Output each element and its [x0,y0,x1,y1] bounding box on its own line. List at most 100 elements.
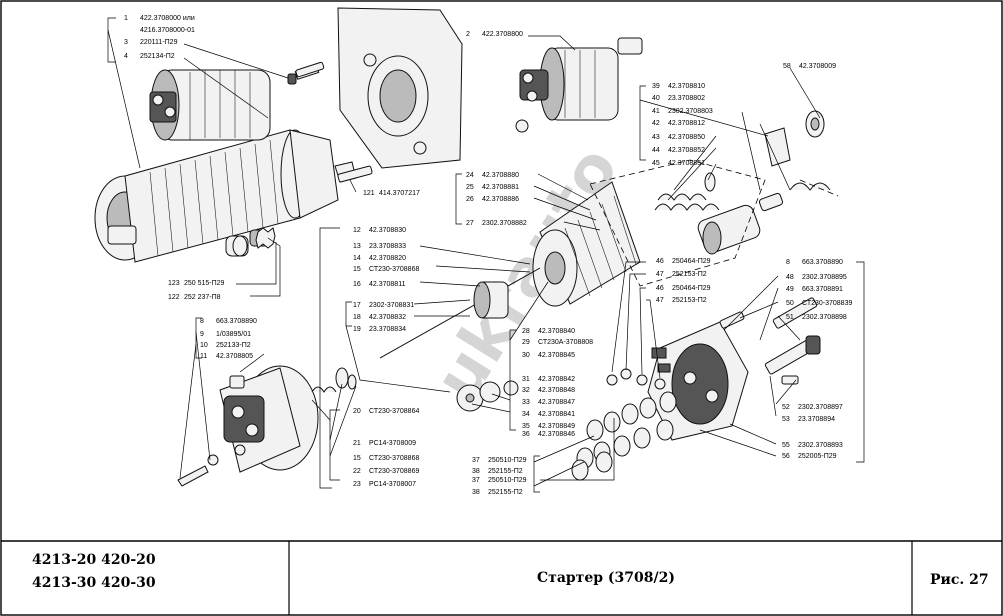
callout-part-code: РС14-3708009 [369,440,416,447]
engine-housing-illustration [334,7,463,183]
nuts-and-washers-illustration [571,368,677,481]
leader-lines [107,17,865,493]
callout-part-code: 42.3708805 [216,353,253,360]
callout-number: 46 [656,285,664,292]
callout-part-code: 663.3708890 [216,318,257,325]
callout-part-code: 42.3708830 [369,227,406,234]
callout-number: 52 [782,404,790,411]
callout-part-code: 42.3708820 [369,255,406,262]
callout-number: 51 [786,314,794,321]
callout-33: 33 42.3708847 [522,399,575,406]
callout-number: 18 [353,314,361,321]
brush-holder-illustration [647,297,821,441]
callout-number: 19 [353,326,361,333]
callout-number: 34 [522,411,530,418]
callout-number: 30 [522,352,530,359]
callout-number: 25 [466,184,474,191]
callout-48: 48 2302.3708895 [786,274,847,281]
callout-part-code: 2302-3708831 [369,302,414,309]
callout-part-code: 42.3708840 [538,328,575,335]
callout-39: 39 42.3708810 [652,83,705,90]
callout-part-code: 23.3708894 [798,416,835,423]
callout-number: 37 [472,477,480,484]
callout-number: 10 [200,342,208,349]
callout-part-code: 42.3708009 [799,63,836,70]
callout-number: 36 [522,431,530,438]
callout-part-code: 422.3708800 [482,31,523,38]
callout-part-code: 663.3708891 [802,286,843,293]
callout-8: 8 663.3708890 [786,259,843,266]
callout-11: 11 42.3708805 [200,353,253,360]
callout-number: 8 [786,259,790,266]
callout-part-code: 252133-П2 [216,342,251,349]
callout-part-code: 42.3708880 [482,172,519,179]
callout-number: 44 [652,147,660,154]
callout-number: 37 [472,457,480,464]
callout-part-code: 23.3708834 [369,326,406,333]
callout-number: 2 [466,31,470,38]
callout-number: 55 [782,442,790,449]
callout-number: 43 [652,134,660,141]
callout-part-code: 1/03895/01 [216,331,251,338]
callout-number: 11 [200,353,207,360]
callout-part-code: 2302.3708897 [798,404,843,411]
callout-part-code: СТ230-3708868 [369,455,419,462]
callout-part-code: 2302.3708893 [798,442,843,449]
callout-part-code: РС14-3708007 [369,481,416,488]
callout-number: 46 [656,258,664,265]
callout-part-code: 42.3708810 [668,83,705,90]
callout-number: 33 [522,399,530,406]
callout-36: 36 42.3708846 [522,431,575,438]
callout-52: 52 2302.3708897 [782,404,843,411]
callout-number: 16 [353,281,361,288]
callout-28: 28 42.3708840 [522,328,575,335]
callout-part-code: 23.3708802 [668,95,705,102]
front-cover-illustration [177,365,357,487]
model-list-row-1: 4213-20 420-20 [32,552,156,568]
callout-18: 18 42.3708832 [353,314,406,321]
callout-number: 48 [786,274,794,281]
callout-number: 28 [522,328,530,335]
model-list-row-2: 4213-30 420-30 [32,575,156,591]
solenoid-illustration [515,37,643,133]
callout-number: 41 [652,108,660,115]
callout-number: 26 [466,196,474,203]
callout-part-code: 663.3708890 [802,259,843,266]
assembly-axis-lines [589,159,839,287]
drawing-caption: Стартер (3708/2) [537,570,675,586]
callout-part-code: 42.3708847 [538,399,575,406]
callout-part-code: 42.3708832 [369,314,406,321]
callout-number: 23 [353,481,361,488]
callout-number: 13 [353,243,361,250]
callout-part-code: 2302.3708895 [802,274,847,281]
callout-part-code: 4216.3708000-01 [140,27,195,34]
callout-number: 3 [124,39,128,46]
callout-part-code: 42.3708881 [482,184,519,191]
figure-number: Рис. 27 [930,572,989,588]
callout-part-code: 42.3708846 [538,431,575,438]
callout-number: 14 [353,255,361,262]
callout-number: 39 [652,83,660,90]
callout-part-code: 42.3708849 [538,423,575,430]
callout-part-code: 42.3708848 [538,387,575,394]
callout-number: 40 [652,95,660,102]
callout-number: 35 [522,423,530,430]
